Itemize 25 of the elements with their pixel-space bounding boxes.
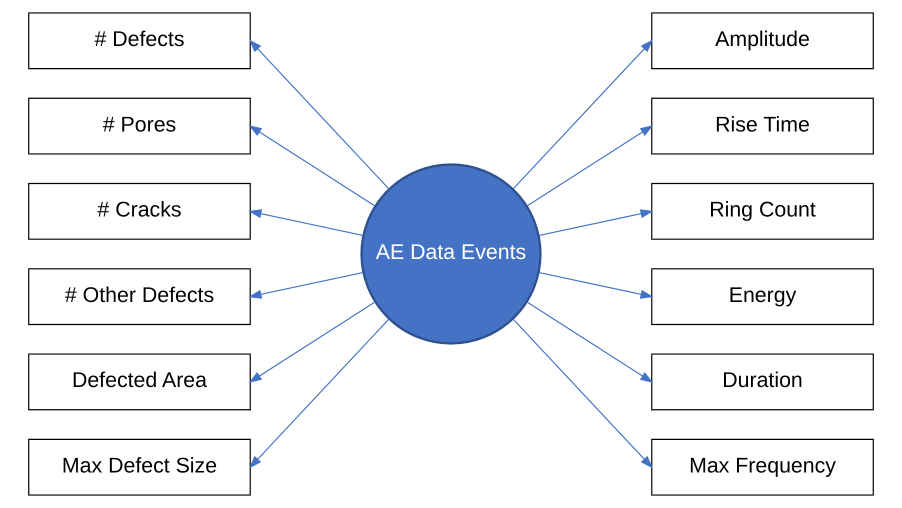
node-box: Max Defect Size xyxy=(28,438,251,496)
node-box: Defected Area xyxy=(28,354,251,410)
arrow xyxy=(248,125,376,206)
arrow xyxy=(248,209,364,236)
arrow xyxy=(526,125,654,206)
arrow xyxy=(512,39,653,190)
arrow xyxy=(538,209,654,236)
node-box: Max Frequency xyxy=(651,438,874,496)
arrow xyxy=(248,272,364,299)
arrow xyxy=(538,272,654,299)
arrow xyxy=(249,39,390,190)
node-box: Duration xyxy=(651,354,874,410)
node-box: Ring Count xyxy=(651,182,874,240)
node-box: # Defects xyxy=(28,12,251,70)
node-box: # Cracks xyxy=(28,182,251,240)
node-box: Amplitude xyxy=(651,12,874,70)
arrow xyxy=(526,302,654,383)
arrow xyxy=(512,318,653,469)
arrow xyxy=(249,318,390,469)
node-box: # Pores xyxy=(28,98,251,154)
node-box: Rise Time xyxy=(651,98,874,154)
node-box: Energy xyxy=(651,268,874,326)
arrow xyxy=(248,302,376,383)
node-box: # Other Defects xyxy=(28,268,251,326)
node-circle: AE Data Events xyxy=(360,163,542,345)
